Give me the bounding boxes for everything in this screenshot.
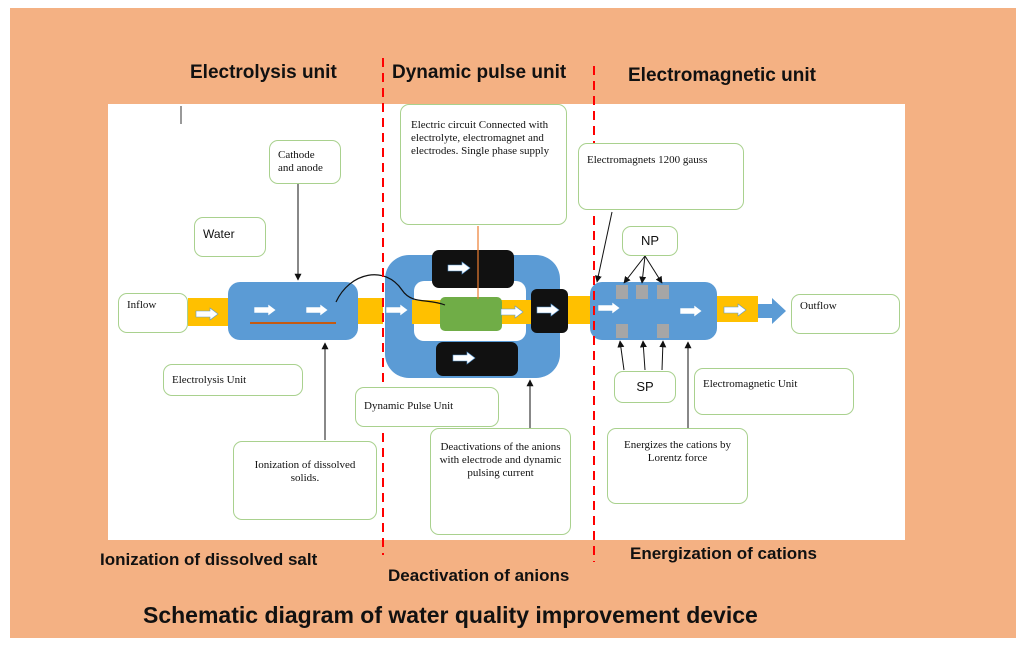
- magnet-bottom: [436, 342, 518, 376]
- electrolysis-unit-label: Electrolysis Unit: [163, 364, 303, 396]
- footer-deactivation-of-anions: Deactivation of anions: [388, 566, 570, 585]
- deactivations-label: Deactivations of the anions with electro…: [430, 428, 571, 535]
- sp-magnet-2: [657, 324, 669, 338]
- header-electromagnetic-unit: Electromagnetic unit: [628, 65, 816, 86]
- outflow-label: Outflow: [791, 294, 900, 334]
- header-electrolysis-unit: Electrolysis unit: [190, 62, 337, 83]
- np-magnet-1: [616, 285, 628, 299]
- footer-ionization-of-dissolved-salt: Ionization of dissolved salt: [100, 550, 318, 569]
- electric-circuit-label: Electric circuit Connected with electrol…: [400, 104, 567, 225]
- electromagnets-label: Electromagnets 1200 gauss: [578, 143, 744, 210]
- diagram-title: Schematic diagram of water quality impro…: [143, 602, 758, 628]
- np-label: NP: [622, 226, 678, 256]
- electromagnetic-unit-label: Electromagnetic Unit: [694, 368, 854, 415]
- electrolysis-chamber: [228, 282, 358, 340]
- green-electrode: [440, 297, 502, 331]
- sp-label: SP: [614, 371, 676, 403]
- energizes-label: Energizes the cations by Lorentz force: [607, 428, 748, 504]
- ionization-label: Ionization of dissolved solids.: [233, 441, 377, 520]
- np-magnet-2: [636, 285, 648, 299]
- outflow-arrow: [758, 298, 786, 324]
- sp-magnet-1: [616, 324, 628, 338]
- magnet-top: [432, 250, 514, 288]
- header-dynamic-pulse-unit: Dynamic pulse unit: [392, 62, 567, 83]
- footer-energization-of-cations: Energization of cations: [630, 544, 818, 563]
- water-label: Water: [194, 217, 266, 257]
- pipe-pulse-to-electromagnetic: [567, 296, 593, 324]
- dynamic-pulse-unit-label: Dynamic Pulse Unit: [355, 387, 499, 427]
- cathode-anode-label: Cathode and anode: [269, 140, 341, 184]
- pipe-electrolysis-to-pulse: [355, 298, 383, 324]
- np-magnet-3: [657, 285, 669, 299]
- inflow-label: Inflow: [118, 293, 188, 333]
